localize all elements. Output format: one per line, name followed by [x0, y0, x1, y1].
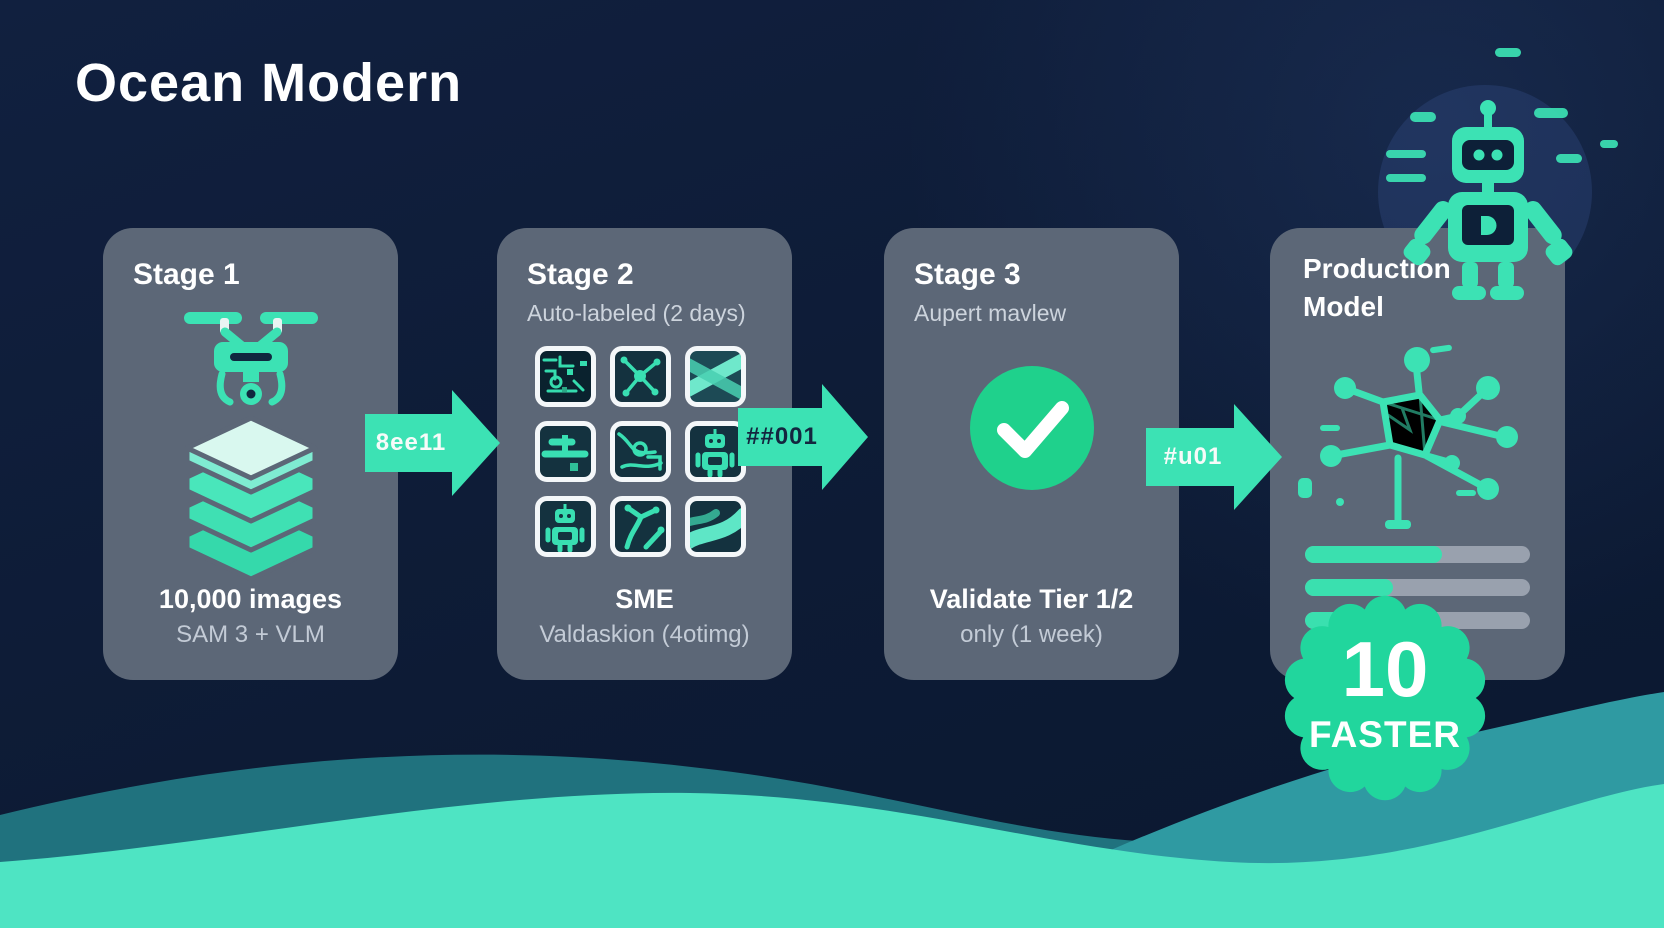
thumbnail-map-icon	[610, 421, 671, 482]
stage-2-line1: SME	[615, 584, 674, 614]
thumbnail-structure-icon	[535, 421, 596, 482]
thumbnail-branch-icon	[610, 496, 671, 557]
arrow-stage2-to-stage3: ##001	[738, 384, 870, 495]
thumbnail-network-icon	[610, 346, 671, 407]
auto-labeled-thumbnail-grid	[535, 346, 749, 571]
deco-dash	[1386, 174, 1426, 182]
stage-3-caption: Validate Tier 1/2 only (1 week)	[884, 582, 1179, 652]
metric-bar-1	[1305, 546, 1530, 563]
thumbnail-robot-icon	[685, 421, 746, 482]
stage-1-card: Stage 1 10,000 images SAM 3 + VLM	[103, 228, 398, 680]
arrow-2-label: ##001	[746, 423, 818, 450]
badge-seal-icon	[1284, 595, 1486, 801]
deco-dash	[1495, 48, 1521, 57]
deco-dash	[1556, 154, 1582, 163]
deco-dash	[1600, 140, 1618, 148]
thumbnail-robot-icon	[535, 496, 596, 557]
arrow-stage3-to-production: #u01	[1146, 404, 1284, 515]
arrow-1-label: 8ee11	[375, 429, 447, 456]
stage-3-line1: Validate Tier 1/2	[929, 584, 1134, 614]
thumbnail-curved-road-icon	[685, 496, 746, 557]
stage-2-caption: SME Valdaskion (4otimg)	[497, 582, 792, 652]
arrow-3-label: #u01	[1163, 443, 1223, 470]
check-circle-icon	[969, 366, 1094, 490]
deco-dash	[1386, 150, 1426, 158]
stage-2-subtitle: Auto-labeled (2 days)	[527, 300, 746, 326]
page-title: Ocean Modern	[75, 53, 463, 113]
dataset-stack-icon	[184, 416, 317, 582]
metric-bar-2	[1305, 579, 1530, 596]
stage-3-line2: only (1 week)	[960, 621, 1103, 648]
badge-value: 10	[1341, 625, 1429, 713]
stage-1-line2: SAM 3 + VLM	[176, 621, 325, 648]
stage-3-subtitle: Aupert mavlew	[914, 300, 1067, 326]
stage-3-card: Stage 3 Aupert mavlew Validate Tier 1/2 …	[884, 228, 1179, 680]
deco-dash	[1410, 112, 1436, 122]
thumbnail-circuit-icon	[535, 346, 596, 407]
stage-3-heading: Stage 3	[914, 258, 1021, 291]
stage-1-caption: 10,000 images SAM 3 + VLM	[103, 582, 398, 652]
thumbnail-road-crossing-icon	[685, 346, 746, 407]
stage-1-heading: Stage 1	[133, 258, 240, 291]
stage-1-line1: 10,000 images	[158, 584, 343, 614]
stage-2-line2: Valdaskion (4otimg)	[539, 621, 750, 648]
metric-bar-2-fill	[1305, 579, 1393, 596]
robot-icon	[1403, 100, 1573, 300]
faster-badge: 10 FASTER	[1267, 580, 1503, 816]
deco-dash	[1534, 108, 1568, 118]
badge-label: FASTER	[1309, 714, 1461, 755]
stage-2-heading: Stage 2	[527, 258, 634, 291]
network-graph-icon	[1298, 344, 1518, 529]
production-heading-line2: Model	[1303, 291, 1384, 322]
arrow-stage1-to-stage2: 8ee11	[365, 390, 505, 501]
metric-bar-1-fill	[1305, 546, 1443, 563]
drone-icon	[183, 312, 318, 406]
